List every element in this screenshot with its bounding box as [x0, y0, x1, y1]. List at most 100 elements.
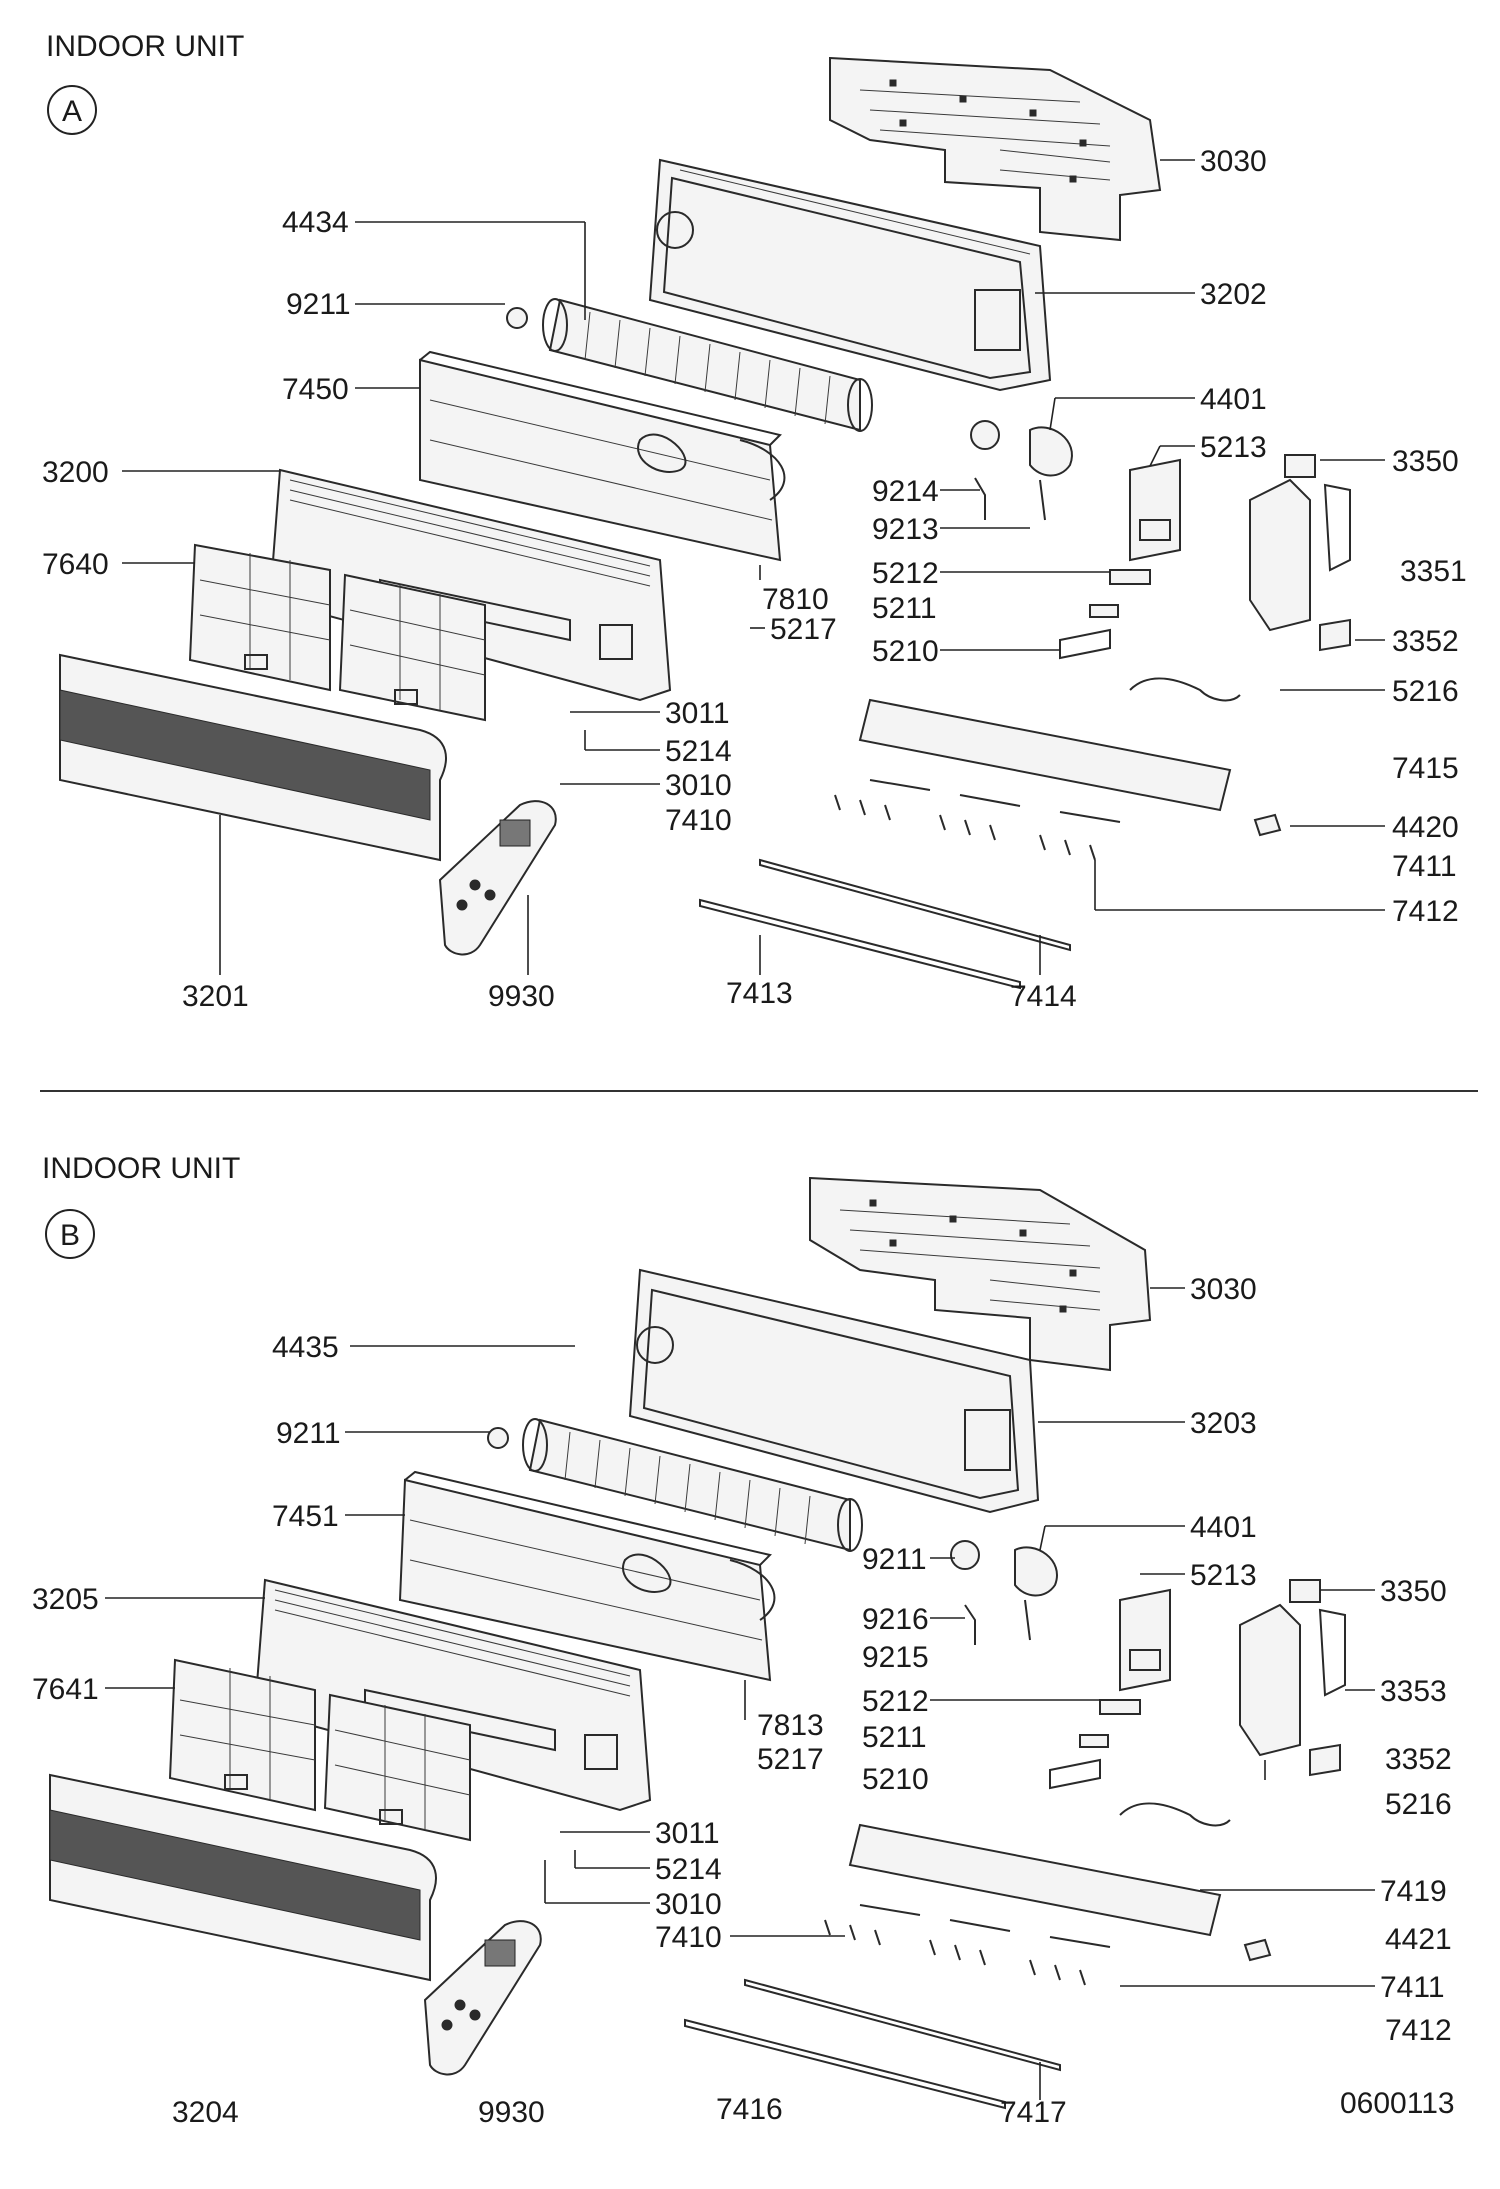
label-a-28: 3201 [182, 980, 249, 1013]
label-a-1: 4434 [282, 206, 349, 239]
label-a-13: 3351 [1400, 555, 1467, 588]
label-a-2: 3202 [1200, 278, 1267, 311]
leaders-a [122, 159, 1385, 975]
leaders-b [105, 1287, 1375, 2100]
label-b-9: 3350 [1380, 1575, 1447, 1608]
section-a-title: INDOOR UNIT [46, 30, 244, 63]
motor-group-a [970, 420, 1073, 521]
label-a-17: 5210 [872, 635, 939, 668]
label-a-12: 5212 [872, 557, 939, 590]
cross-flow-fan-a [506, 298, 873, 432]
air-filters-a [188, 543, 486, 722]
label-a-8: 9214 [872, 475, 939, 508]
label-b-21: 3011 [655, 1817, 720, 1850]
label-b-26: 4421 [1385, 1923, 1452, 1956]
label-a-10: 9213 [872, 513, 939, 546]
label-a-3: 9211 [286, 288, 351, 321]
label-a-5: 4401 [1200, 383, 1267, 416]
wire-harness-a [1129, 677, 1241, 702]
front-panel-a [59, 653, 447, 862]
section-b-badge: B [60, 1219, 80, 1252]
label-a-27: 7412 [1392, 895, 1459, 928]
section-a-badge-circle [47, 85, 97, 135]
label-a-15: 7810 [762, 583, 829, 616]
label-b-20: 5216 [1385, 1788, 1452, 1821]
louver-bar-lower-b [684, 2018, 1006, 2110]
label-a-7: 3200 [42, 456, 109, 489]
motor-group-b [950, 1540, 1058, 1645]
label-b-7: 5213 [1190, 1559, 1257, 1592]
evaporator-a [419, 350, 786, 562]
label-a-24: 7410 [665, 804, 732, 837]
label-b-30: 9930 [478, 2096, 545, 2129]
label-b-17: 5217 [757, 1743, 824, 1776]
labels-a: 3030 4434 3202 9211 7450 4401 5213 3200 … [42, 145, 1467, 1013]
label-a-9: 3350 [1392, 445, 1459, 478]
label-a-26: 7411 [1392, 850, 1457, 883]
label-a-16: 5217 [770, 613, 837, 646]
drawing-number: 0600113 [1340, 2087, 1455, 2120]
label-b-29: 3204 [172, 2096, 239, 2129]
label-b-31: 7416 [716, 2093, 783, 2126]
label-b-12: 7641 [32, 1673, 99, 1706]
evaporator-b [398, 1470, 776, 1682]
label-b-3: 9211 [276, 1417, 341, 1450]
control-box-b [1049, 1588, 1171, 1790]
label-a-11: 7640 [42, 548, 109, 581]
label-b-4: 7451 [272, 1500, 339, 1533]
remote-control-b [423, 1920, 542, 2076]
control-box-a [1059, 458, 1181, 660]
mounting-plate-a [829, 56, 1162, 242]
louver-assembly-b [824, 1823, 1272, 1986]
front-panel-b [49, 1773, 437, 1982]
louver-assembly-a [834, 698, 1282, 861]
label-b-11: 9215 [862, 1641, 929, 1674]
label-b-28: 7412 [1385, 2014, 1452, 2047]
louver-bar-upper-b [744, 1978, 1061, 2072]
label-b-13: 3353 [1380, 1675, 1447, 1708]
section-a: INDOOR UNIT A [42, 30, 1467, 1013]
label-b-27: 7411 [1380, 1971, 1445, 2004]
terminal-box-a [1249, 454, 1351, 652]
label-b-25: 7410 [655, 1921, 722, 1954]
label-b-15: 7813 [757, 1709, 824, 1742]
label-a-0: 3030 [1200, 145, 1267, 178]
label-b-5: 4401 [1190, 1511, 1257, 1544]
label-b-2: 3203 [1190, 1407, 1257, 1440]
label-b-18: 3352 [1385, 1743, 1452, 1776]
label-a-20: 5216 [1392, 675, 1459, 708]
section-b: INDOOR UNIT B [32, 1152, 1455, 2129]
remote-control-a [438, 800, 557, 956]
section-b-title: INDOOR UNIT [42, 1152, 240, 1185]
label-b-0: 3030 [1190, 1273, 1257, 1306]
label-b-8: 3205 [32, 1583, 99, 1616]
label-a-23: 7415 [1392, 752, 1459, 785]
label-a-4: 7450 [282, 373, 349, 406]
section-b-badge-circle [45, 1209, 95, 1259]
label-b-14: 5212 [862, 1685, 929, 1718]
section-a-badge: A [62, 95, 82, 128]
label-a-30: 7413 [726, 977, 793, 1010]
chassis-a [648, 158, 1052, 392]
label-b-19: 5210 [862, 1763, 929, 1796]
chassis-b [628, 1268, 1040, 1514]
label-a-18: 3352 [1392, 625, 1459, 658]
label-b-22: 5214 [655, 1853, 722, 1886]
label-b-6: 9211 [862, 1543, 927, 1576]
label-a-14: 5211 [872, 592, 937, 625]
wire-harness-b [1119, 1802, 1231, 1827]
label-a-31: 7414 [1010, 980, 1077, 1013]
terminal-box-b [1239, 1579, 1346, 1777]
label-a-19: 3011 [665, 697, 730, 730]
label-b-1: 4435 [272, 1331, 339, 1364]
louver-bar-upper-a [759, 858, 1071, 952]
label-b-32: 7417 [1000, 2096, 1067, 2129]
label-a-25: 4420 [1392, 811, 1459, 844]
label-a-21: 5214 [665, 735, 732, 768]
cross-flow-fan-b [487, 1418, 863, 1552]
air-filters-b [168, 1658, 471, 1842]
label-b-16: 5211 [862, 1721, 927, 1754]
label-b-24: 3010 [655, 1888, 722, 1921]
labels-b: 3030 4435 3203 9211 7451 4401 9211 5213 … [32, 1273, 1452, 2129]
